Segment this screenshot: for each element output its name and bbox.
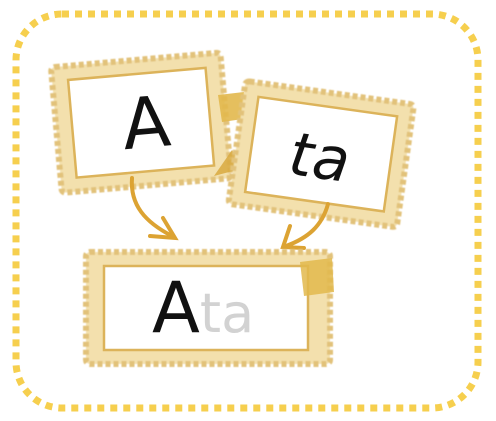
card-ta: ta: [225, 78, 417, 230]
combined-suffix: ta: [200, 282, 254, 345]
card-ta-text: ta: [285, 119, 354, 197]
card-a: A: [48, 49, 234, 196]
combined-prefix: A: [152, 267, 200, 349]
card-a-letter: A: [119, 80, 174, 166]
arrow-right-icon: [280, 202, 330, 250]
ribbon-bow-icon: [300, 258, 334, 296]
card-combined: Ata: [83, 249, 334, 367]
dotted-border: [12, 10, 482, 412]
svg-text:Ata: Ata: [152, 267, 254, 349]
arrow-left-icon: [129, 176, 179, 241]
